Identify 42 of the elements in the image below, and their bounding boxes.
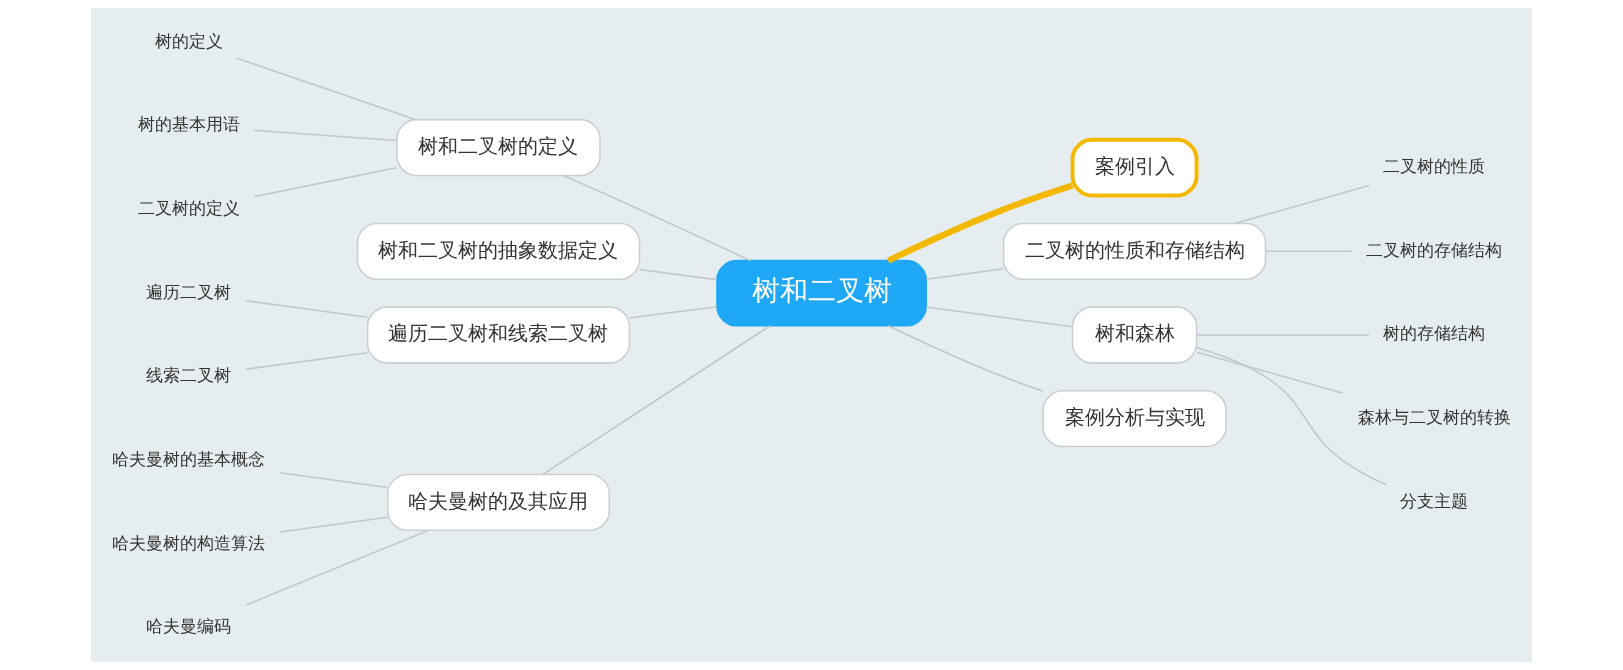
node-text: 线索二叉树 xyxy=(146,365,232,386)
node-box: 哈夫曼树的及其应用 xyxy=(386,473,611,531)
node-text: 哈夫曼编码 xyxy=(146,616,232,637)
connector xyxy=(252,167,398,198)
node-box: 树和二叉树的定义 xyxy=(396,118,601,177)
node-text: 二叉树的定义 xyxy=(137,197,240,218)
node-box: 树和二叉树 xyxy=(716,259,927,327)
connector xyxy=(628,305,718,319)
node-text: 哈夫曼树的基本概念 xyxy=(112,448,266,469)
node-text: 二叉树的性质 xyxy=(1383,156,1486,176)
node-box: 树和森林 xyxy=(1071,306,1198,364)
connector xyxy=(279,472,389,489)
connector xyxy=(887,324,1044,392)
node-text: 分支主题 xyxy=(1400,490,1469,511)
connector xyxy=(1196,346,1387,486)
node-text: 哈夫曼树的构造算法 xyxy=(112,532,266,553)
connector xyxy=(1265,250,1352,253)
node-text: 森林与二叉树的转换 xyxy=(1357,407,1511,428)
connector xyxy=(925,306,1074,328)
node-box: 二叉树的性质和存储结构 xyxy=(1002,222,1267,280)
connector xyxy=(542,324,771,475)
connector xyxy=(639,268,718,281)
node-text: 树的定义 xyxy=(154,30,223,51)
connector xyxy=(1196,351,1344,395)
node-text: 遍历二叉树 xyxy=(146,281,232,302)
connector xyxy=(1234,184,1370,225)
node-text: 二叉树的存储结构 xyxy=(1366,239,1503,260)
node-box: 树和二叉树的抽象数据定义 xyxy=(356,222,641,280)
node-box: 案例分析与实现 xyxy=(1042,390,1227,448)
connector xyxy=(279,516,389,533)
node-box: 遍历二叉树和线索二叉树 xyxy=(366,306,631,364)
node-text: 树的存储结构 xyxy=(1383,323,1486,344)
connector xyxy=(925,268,1005,280)
connector xyxy=(236,57,416,121)
node-box: 案例引入 xyxy=(1070,137,1199,198)
connector xyxy=(252,129,398,142)
connector xyxy=(244,351,369,371)
connector xyxy=(244,299,369,319)
connector xyxy=(244,529,430,606)
connector xyxy=(563,174,752,262)
node-text: 树的基本用语 xyxy=(137,114,240,135)
connector xyxy=(886,182,1074,264)
